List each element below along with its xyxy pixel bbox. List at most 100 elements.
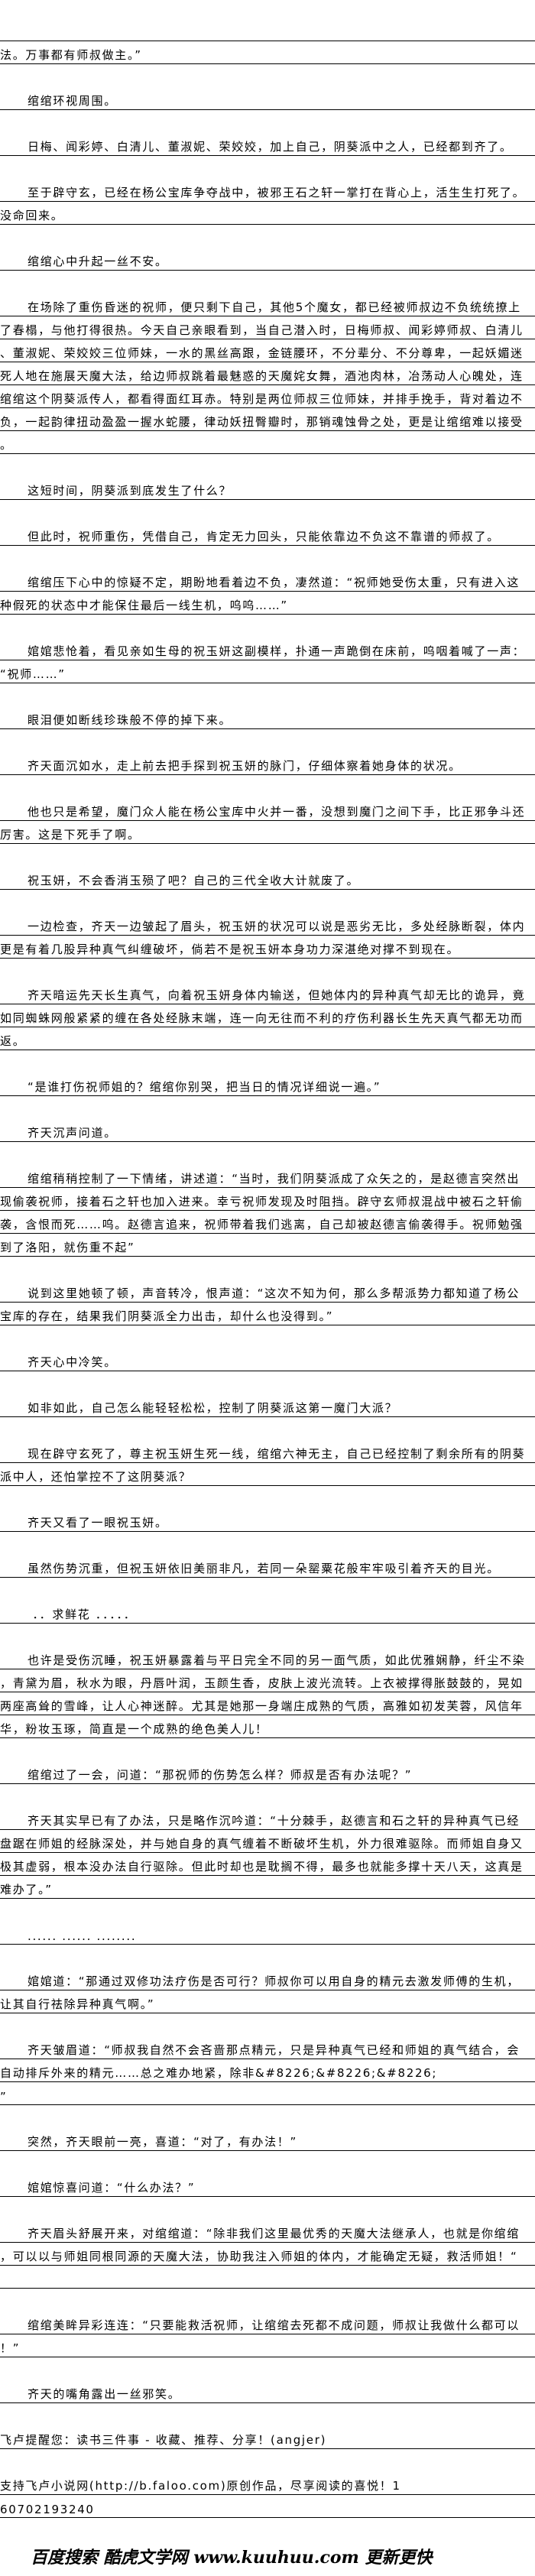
text-line: 了春榻，与他打得很热。今天自己亲眼看到，当自己潜入时，日梅师叔、闻彩婷师叔、白清… <box>0 316 535 339</box>
paragraph: 突然，齐天眼前一亮，喜道：“对了，有办法！” <box>0 2128 535 2151</box>
text-line: 他也只是希望，魔门众人能在杨公宝库中火并一番，没想到魔门之间下手，比正邪争斗还 <box>0 798 535 821</box>
text-line: 极其虚弱，根本没办法自行驱除。但此时却也是耽搁不得，最多也就能多撑十天八天，这真… <box>0 1853 535 1876</box>
text-line: 在场除了重伤昏迷的祝师，便只剩下自己，其他5个魔女，都已经被师叔边不负统统撩上 <box>0 294 535 316</box>
paragraph: 眼泪便如断线珍珠般不停的掉下来。 <box>0 706 535 729</box>
text-line: 至于辟守玄，已经在杨公宝库争夺战中，被邪王石之轩一掌打在背心上，活生生打死了。 <box>0 179 535 202</box>
paragraph: 婠婠道：“那通过双修功法疗伤是否可行？师叔你可以用自身的精元去激发师傅的生机，让… <box>0 1968 535 2013</box>
document-body: 只要有祝师姐在，一切都会好起来的，绾绾你不要太伤心，师叔自会想办法。万事都有师叔… <box>0 18 535 2541</box>
text-line: 如同蜘蛛网般紧紧的缠在各处经脉末端，连一向无往而不利的疗伤利器长生先天真气都无功… <box>0 1004 535 1027</box>
text-line: 负，一起韵律扭动盈盈一握水蛇腰，律动妖扭臀瓣时，那销魂蚀骨之处，更是让绾绾难以接… <box>0 408 535 431</box>
paragraph: 齐天又看了一眼祝玉妍。 <box>0 1509 535 1532</box>
text-line: 齐天暗运先天长生真气，向着祝玉妍身体内输送，但她体内的异种真气却无比的诡异，竟 <box>0 981 535 1004</box>
paragraph: 现在辟守玄死了，尊主祝玉妍生死一线，绾绾六神无主，自己已经控制了剩余所有的阴葵派… <box>0 1440 535 1486</box>
paragraph: 齐天皱眉道：“师叔我自然不会吝啬那点精元，只是异种真气已经和师姐的真气结合，会自… <box>0 2036 535 2105</box>
text-line: 返。 <box>0 1027 535 1050</box>
paragraph: 绾绾环视周围。 <box>0 87 535 110</box>
paragraph: 如非如此，自己怎么能轻轻松松，控制了阴葵派这第一魔门大派？ <box>0 1394 535 1417</box>
text-line: 齐天眉头舒展开来，对绾绾道：“除非我们这里最优秀的天魔大法继承人，也就是你绾绾 <box>0 2220 535 2243</box>
text-line: 齐天其实早已有了办法，只是略作沉吟道：“十分棘手，赵德言和石之轩的异种真气已经 <box>0 1807 535 1830</box>
paragraph: 至于辟守玄，已经在杨公宝库争夺战中，被邪王石之轩一掌打在背心上，活生生打死了。没… <box>0 179 535 225</box>
text-line: 齐天的嘴角露出一丝邪笑。 <box>0 2380 535 2403</box>
text-line: ，可以以与师姐同根同源的天魔大法，协助我注入师姐的体内，才能确定无疑，救活师姐！… <box>0 2243 535 2266</box>
paragraph: 在场除了重伤昏迷的祝师，便只剩下自己，其他5个魔女，都已经被师叔边不负统统撩上了… <box>0 294 535 454</box>
text-line: 绾绾环视周围。 <box>0 87 535 110</box>
paragraph: 绾绾稍稍控制了一下情绪，讲述道：“当时，我们阴葵派成了众矢之的，是赵德言突然出现… <box>0 1165 535 1257</box>
text-line: 自动排斥外来的精元……总之难办地紧，除非&#8226;&#8226;&#8226… <box>0 2059 535 2082</box>
text-line: 只要有祝师姐在，一切都会好起来的，绾绾你不要太伤心，师叔自会想办 <box>0 37 535 41</box>
paragraph: 一边检查，齐天一边皱起了眉头，祝玉妍的状况可以说是恶劣无比，多处经脉断裂，体内更… <box>0 913 535 959</box>
text-line: 说到这里她顿了顿，声音转冷，恨声道：“这次不知为何，那么多帮派势力都知道了杨公 <box>0 1280 535 1303</box>
text-line: 飞卢提醒您：读书三件事 - 收藏、推荐、分享！(angjer) <box>0 2426 535 2449</box>
paragraph: 齐天暗运先天长生真气，向着祝玉妍身体内输送，但她体内的异种真气却无比的诡异，竟如… <box>0 981 535 1050</box>
paragraph: 说到这里她顿了顿，声音转冷，恨声道：“这次不知为何，那么多帮派势力都知道了杨公宝… <box>0 1280 535 1325</box>
text-line: 眼泪便如断线珍珠般不停的掉下来。 <box>0 706 535 729</box>
text-line: 这短时间，阴葵派到底发生了什么？ <box>0 477 535 500</box>
text-line: 突然，齐天眼前一亮，喜道：“对了，有办法！” <box>0 2128 535 2151</box>
paragraph: 飞卢提醒您：读书三件事 - 收藏、推荐、分享！(angjer) <box>0 2426 535 2449</box>
text-line: 盘踞在师姐的经脉深处，并与她自身的真气缠着不断破坏生机，外力很难驱除。而师姐自身… <box>0 1830 535 1853</box>
paragraph: ．．求鲜花 ．．．．． <box>0 1601 535 1624</box>
text-line: 婠婠悲怆着，看见亲如生母的祝玉妍这副模样，扑通一声跪倒在床前，呜咽着喊了一声： <box>0 638 535 660</box>
text-line: 60702193240 <box>0 2495 535 2518</box>
paragraph: 祝玉妍，不会香消玉殒了吧？自己的三代全收大计就废了。 <box>0 867 535 890</box>
paragraph: ...... ...... ........ <box>0 1922 535 1945</box>
text-line: ...... ...... ........ <box>0 1922 535 1945</box>
text-line: 绾绾过了一会，问道：“那祝师的伤势怎么样？师叔是否有办法呢？” <box>0 1761 535 1784</box>
text-line: “祝师……” <box>0 660 535 683</box>
text-line: 让其自行祛除异种真气啊。” <box>0 1990 535 2013</box>
paragraph: 绾绾心中升起一丝不安。 <box>0 248 535 271</box>
text-line: 齐天心中冷笑。 <box>0 1348 535 1371</box>
text-line: 一边检查，齐天一边皱起了眉头，祝玉妍的状况可以说是恶劣无比，多处经脉断裂，体内 <box>0 913 535 936</box>
paragraph: 齐天的嘴角露出一丝邪笑。 <box>0 2380 535 2403</box>
paragraph: 但此时，祝师重伤，凭借自己，肯定无力回头，只能依靠边不负这不靠谱的师叔了。 <box>0 523 535 546</box>
paragraph: 也许是受伤沉睡，祝玉妍暴露着与平日完全不同的另一面气质，如此优雅娴静，纤尘不染，… <box>0 1646 535 1738</box>
text-line: 绾绾这个阴葵派传人，都看得面红耳赤。特别是两位师叔三位师妹，并排手挽手，背对着边… <box>0 385 535 408</box>
text-line: 虽然伤势沉重，但祝玉妍依旧美丽非凡，若同一朵罂粟花般牢牢吸引着齐天的目光。 <box>0 1555 535 1578</box>
paragraph: 婠婠惊喜问道：“什么办法？” <box>0 2174 535 2197</box>
paragraph: 齐天其实早已有了办法，只是略作沉吟道：“十分棘手，赵德言和石之轩的异种真气已经盘… <box>0 1807 535 1899</box>
text-line: 现偷袭祝师，接着石之轩也加入进来。幸亏祝师发现及时阻挡。辟守玄师叔混战中被石之轩… <box>0 1188 535 1211</box>
paragraph: 这短时间，阴葵派到底发生了什么？ <box>0 477 535 500</box>
text-line: 两座高耸的雪峰，让人心神迷醉。尤其是她那一身端庄成熟的气质，高雅如初发芙蓉，风信… <box>0 1692 535 1715</box>
text-line: 绾绾心中升起一丝不安。 <box>0 248 535 271</box>
text-line: 绾绾稍稍控制了一下情绪，讲述道：“当时，我们阴葵派成了众矢之的，是赵德言突然出 <box>0 1165 535 1188</box>
text-line: 难办了。” <box>0 1876 535 1899</box>
text-line: 婠婠道：“那通过双修功法疗伤是否可行？师叔你可以用自身的精元去激发师傅的生机， <box>0 1968 535 1990</box>
paragraph: “是谁打伤祝师姐的？绾绾你别哭，把当日的情况详细说一遍。” <box>0 1073 535 1096</box>
text-line: “是谁打伤祝师姐的？绾绾你别哭，把当日的情况详细说一遍。” <box>0 1073 535 1096</box>
text-line: ，青黛为眉，秋水为眼，丹唇叶润，玉颜生香，皮肤上波光流转。上衣被撑得胀鼓鼓的，晃… <box>0 1669 535 1692</box>
text-line: 支持飞卢小说网(http://b.faloo.com)原创作品，尽享阅读的喜悦！… <box>0 2472 535 2495</box>
paragraph: 绾绾过了一会，问道：“那祝师的伤势怎么样？师叔是否有办法呢？” <box>0 1761 535 1784</box>
paragraph: 齐天眉头舒展开来，对绾绾道：“除非我们这里最优秀的天魔大法继承人，也就是你绾绾，… <box>0 2220 535 2289</box>
text-line: 没命回来。 <box>0 202 535 225</box>
paragraph: 绾绾压下心中的惊疑不定，期盼地看着边不负，凄然道：“祝师她受伤太重，只有进入这种… <box>0 569 535 615</box>
paragraph: 日梅、闻彩婷、白清儿、董淑妮、荣姣姣，加上自己，阴葵派中之人，已经都到齐了。 <box>0 133 535 156</box>
text-line: 死人地在施展天魔大法，给边师叔跳着最魅惑的天魔姹女舞，酒池肉林，冶荡动人心魄处，… <box>0 362 535 385</box>
text-line: 宝库的存在，结果我们阴葵派全力出击，却什么也没得到。” <box>0 1303 535 1325</box>
paragraph: 只要有祝师姐在，一切都会好起来的，绾绾你不要太伤心，师叔自会想办法。万事都有师叔… <box>0 18 535 64</box>
paragraph: 齐天沉声问道。 <box>0 1119 535 1142</box>
text-line: 。 <box>0 431 535 454</box>
text-line: 派中人，还怕掌控不了这阴葵派？ <box>0 1463 535 1486</box>
text-line <box>0 2266 535 2289</box>
paragraph: 齐天面沉如水，走上前去把手探到祝玉妍的脉门，仔细体察着她身体的状况。 <box>0 752 535 775</box>
paragraph: 他也只是希望，魔门众人能在杨公宝库中火并一番，没想到魔门之间下手，比正邪争斗还厉… <box>0 798 535 844</box>
site-logo-banner: 百度搜索 酷虎文学网 www.kuuhuu.com 更新更快 <box>31 2548 433 2568</box>
paragraph: 婠婠悲怆着，看见亲如生母的祝玉妍这副模样，扑通一声跪倒在床前，呜咽着喊了一声：“… <box>0 638 535 683</box>
text-line: ” <box>0 2082 535 2105</box>
text-line: 祝玉妍，不会香消玉殒了吧？自己的三代全收大计就废了。 <box>0 867 535 890</box>
text-line: 婠婠惊喜问道：“什么办法？” <box>0 2174 535 2197</box>
text-line: ！” <box>0 2334 535 2357</box>
text-line: 日梅、闻彩婷、白清儿、董淑妮、荣姣姣，加上自己，阴葵派中之人，已经都到齐了。 <box>0 133 535 156</box>
paragraph: 虽然伤势沉重，但祝玉妍依旧美丽非凡，若同一朵罂粟花般牢牢吸引着齐天的目光。 <box>0 1555 535 1578</box>
text-line: 现在辟守玄死了，尊主祝玉妍生死一线，绾绾六神无主，自己已经控制了剩余所有的阴葵 <box>0 1440 535 1463</box>
text-line: ．．求鲜花 ．．．．． <box>0 1601 535 1624</box>
text-line: 法。万事都有师叔做主。” <box>0 41 535 64</box>
text-line: 绾绾压下心中的惊疑不定，期盼地看着边不负，凄然道：“祝师她受伤太重，只有进入这 <box>0 569 535 592</box>
text-line: 但此时，祝师重伤，凭借自己，肯定无力回头，只能依靠边不负这不靠谱的师叔了。 <box>0 523 535 546</box>
text-line: 齐天皱眉道：“师叔我自然不会吝啬那点精元，只是异种真气已经和师姐的真气结合，会 <box>0 2036 535 2059</box>
text-line: 厉害。这是下死手了啊。 <box>0 821 535 844</box>
text-line: 到了洛阳，就伤重不起” <box>0 1234 535 1257</box>
text-line: 袭，含恨而死……呜。赵德言追来，祝师带着我们逃离，自己却被赵德言偷袭得手。祝师勉… <box>0 1211 535 1234</box>
paragraph: 齐天心中冷笑。 <box>0 1348 535 1371</box>
